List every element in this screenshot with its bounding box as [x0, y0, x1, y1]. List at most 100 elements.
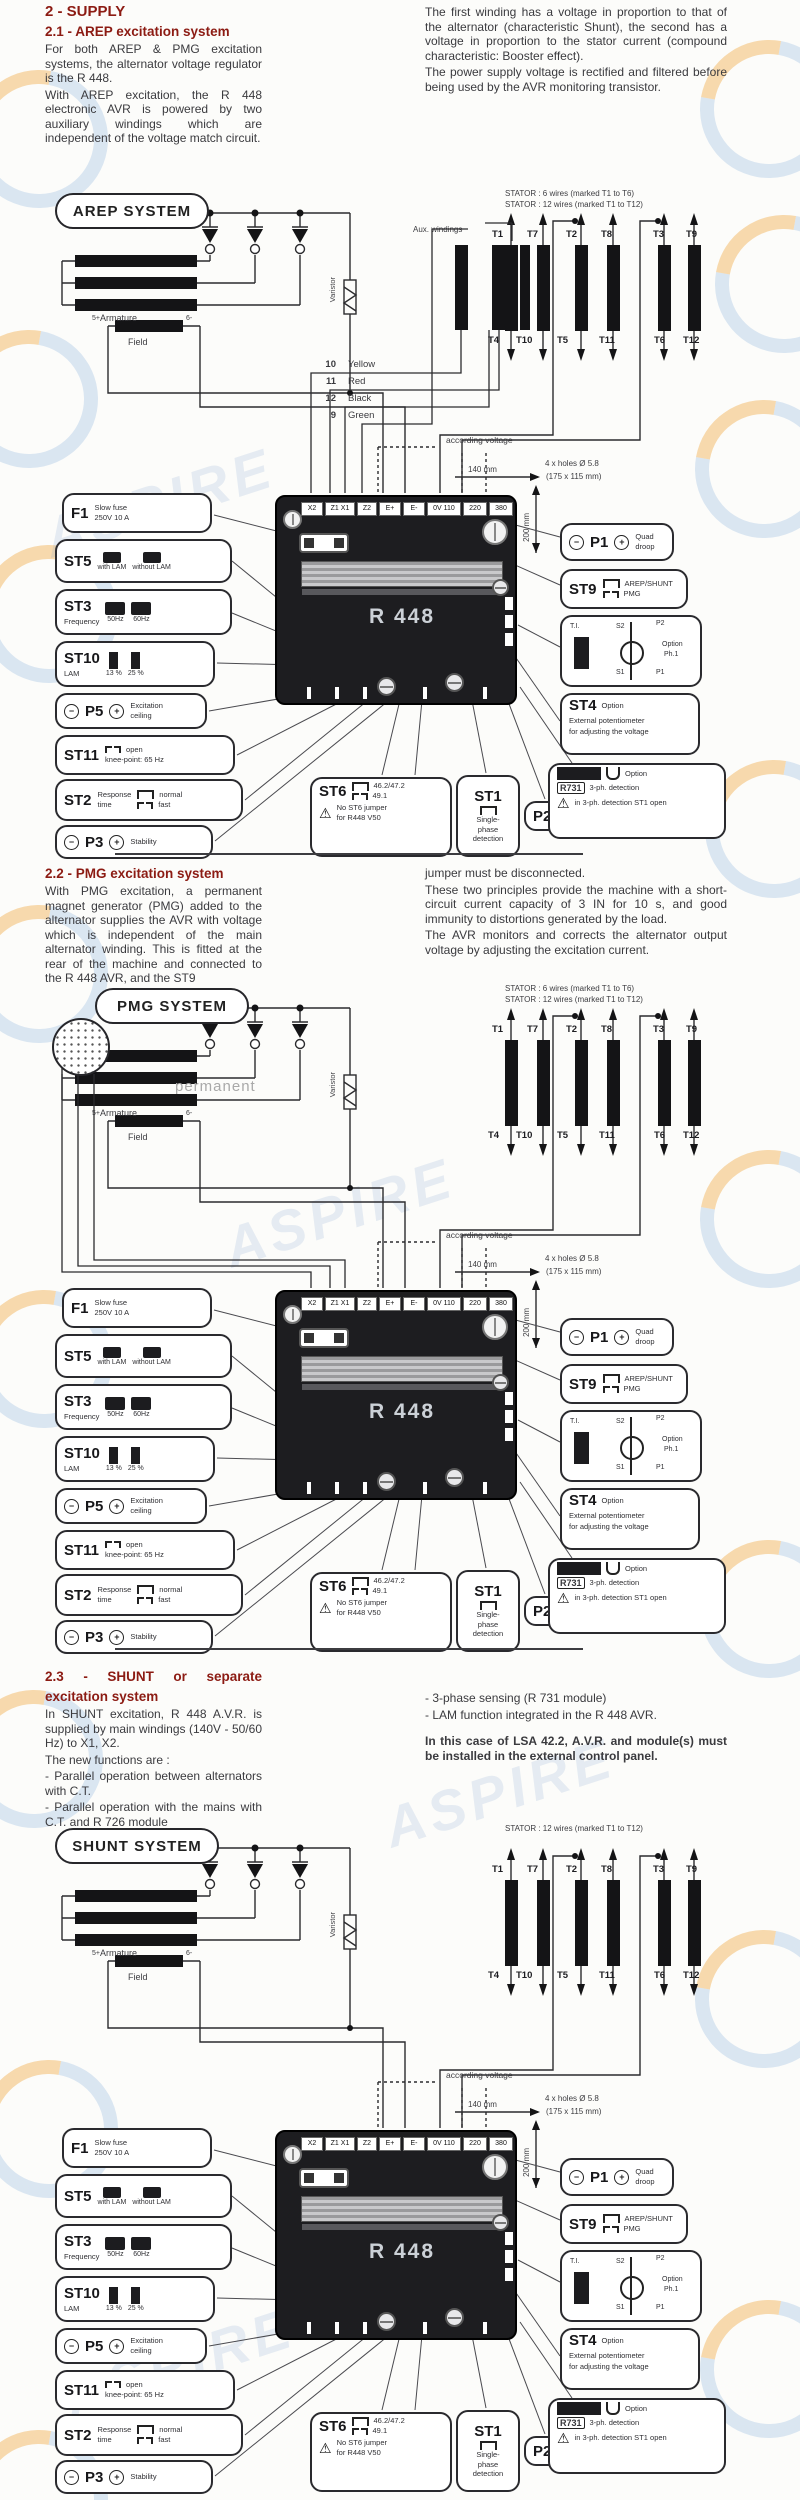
jumper-block-icon	[105, 601, 126, 615]
stator-note-6wires: STATOR : 6 wires (marked T1 to T6)	[505, 189, 635, 198]
stator-terminal-label: T11	[599, 1130, 615, 1141]
ct-p1-label: P1	[656, 2304, 665, 2311]
stator-terminal-label: T11	[599, 335, 615, 346]
p3-label: Stability	[130, 1632, 157, 1642]
callout-id: ST5	[64, 552, 92, 570]
st6-warn2: for R448 V50	[336, 1608, 381, 1618]
stator-terminal-label: T3	[653, 229, 665, 240]
wire-color-row: 12 Black	[320, 393, 375, 410]
avr-terminal: 220	[463, 502, 487, 516]
armature-label: Armature	[100, 313, 138, 323]
jumper-with-lam-icon	[102, 551, 121, 563]
st5-a: with LAM	[97, 2198, 127, 2206]
st1-line1: Single-	[476, 815, 500, 825]
field-plus-label: 5+	[92, 315, 100, 322]
callout-id: P1	[590, 533, 609, 551]
warning-icon: ⚠	[319, 1600, 332, 1617]
callout-id: ST4	[569, 1492, 597, 1509]
warning-icon: ⚠	[557, 795, 570, 811]
stator-terminal-label: T12	[683, 1970, 700, 1981]
jumper-open-icon	[137, 2436, 154, 2444]
plus-knob-icon: +	[614, 1329, 630, 1345]
f1-line2: 250V 10 A	[94, 2148, 130, 2157]
plus-knob-icon: +	[109, 834, 125, 850]
connector-slot	[505, 1392, 513, 1405]
jumper-vertical-icon	[131, 2286, 141, 2304]
ct-arrow-icon	[630, 622, 632, 680]
callout-id: ST10	[64, 1444, 100, 1462]
st3-sub: Frequency	[64, 617, 100, 627]
adjust-knob-icon	[377, 2312, 396, 2331]
st5-a: with LAM	[97, 1358, 127, 1366]
jumper-open-icon	[105, 746, 122, 754]
fork-terminal-icon	[606, 767, 620, 780]
r731-module-id: R731	[557, 1577, 585, 1589]
fork-terminal-icon	[606, 2402, 620, 2415]
wire-color: Green	[348, 410, 375, 421]
st6-warn2: for R448 V50	[336, 2448, 381, 2458]
callout-st1: ST1 Single- phase detection	[456, 1570, 520, 1652]
callout-id: ST3	[64, 2232, 92, 2250]
st11-b: knee-point: 65 Hz	[105, 2390, 164, 2399]
st4-option: Option	[601, 2335, 624, 2345]
mounting-screw-icon	[482, 1314, 508, 1340]
st9-b: PMG	[623, 2224, 641, 2233]
fuse-holder-icon	[299, 2168, 349, 2188]
fuse-holder-icon	[299, 533, 349, 553]
adjust-knob-icon	[377, 1472, 396, 1491]
callout-id: P2	[533, 1602, 552, 1620]
ct-dial-icon	[620, 641, 644, 665]
field-label: Field	[128, 1972, 148, 1982]
jumper-open-icon	[351, 792, 368, 800]
paragraph: The first winding has a voltage in propo…	[425, 5, 727, 63]
callout-id: ST5	[64, 1347, 92, 1365]
stator-note-6wires: STATOR : 6 wires (marked T1 to T6)	[505, 984, 635, 993]
connector-pin	[307, 687, 311, 699]
plus-knob-icon: +	[109, 1629, 125, 1645]
st4-option: Option	[601, 700, 624, 710]
jumper-without-lam-icon	[142, 2186, 161, 2198]
jumper-closed-icon	[479, 1601, 497, 1611]
stator-terminal-label: T5	[557, 335, 569, 346]
jumper-closed-icon	[602, 1374, 620, 1384]
p5-line1: Excitation	[130, 2335, 163, 2345]
st11-a: open	[126, 1539, 143, 1549]
st11-b: knee-point: 65 Hz	[105, 755, 164, 764]
jumper-vertical-icon	[109, 2286, 119, 2304]
callout-id: ST3	[64, 597, 92, 615]
warning-icon: ⚠	[319, 805, 332, 822]
jumper-without-lam-icon	[142, 1346, 161, 1358]
stator-terminal-label: T3	[653, 1024, 665, 1035]
p1-line1: Quad	[635, 2166, 654, 2176]
st6-b: 49.1	[372, 2426, 388, 2436]
f1-line1: Slow fuse	[94, 2137, 128, 2147]
connector-pin	[423, 2322, 427, 2334]
jumper-open-icon	[602, 2225, 619, 2233]
minus-knob-icon: −	[64, 2469, 79, 2485]
warning-icon: ⚠	[557, 1590, 570, 1606]
callout-id: P5	[85, 2337, 104, 2355]
st6-b: 49.1	[372, 791, 388, 801]
jumper-closed-icon	[351, 781, 369, 791]
connector-pin	[363, 2322, 367, 2334]
callout-id: P3	[85, 833, 104, 851]
st4-note2: for adjusting the voltage	[569, 1522, 649, 1532]
avr-model-name: R 448	[369, 1400, 436, 1423]
r731-option: Option	[625, 2403, 648, 2413]
adjust-knob-icon	[492, 1374, 509, 1391]
stator-terminal-label: T5	[557, 1130, 569, 1141]
connector-pin	[483, 687, 487, 699]
stator-terminal-label: T8	[601, 1024, 613, 1035]
avr-model-name: R 448	[369, 2240, 436, 2263]
wire-number: 12	[325, 393, 336, 404]
minus-knob-icon: −	[64, 834, 79, 850]
